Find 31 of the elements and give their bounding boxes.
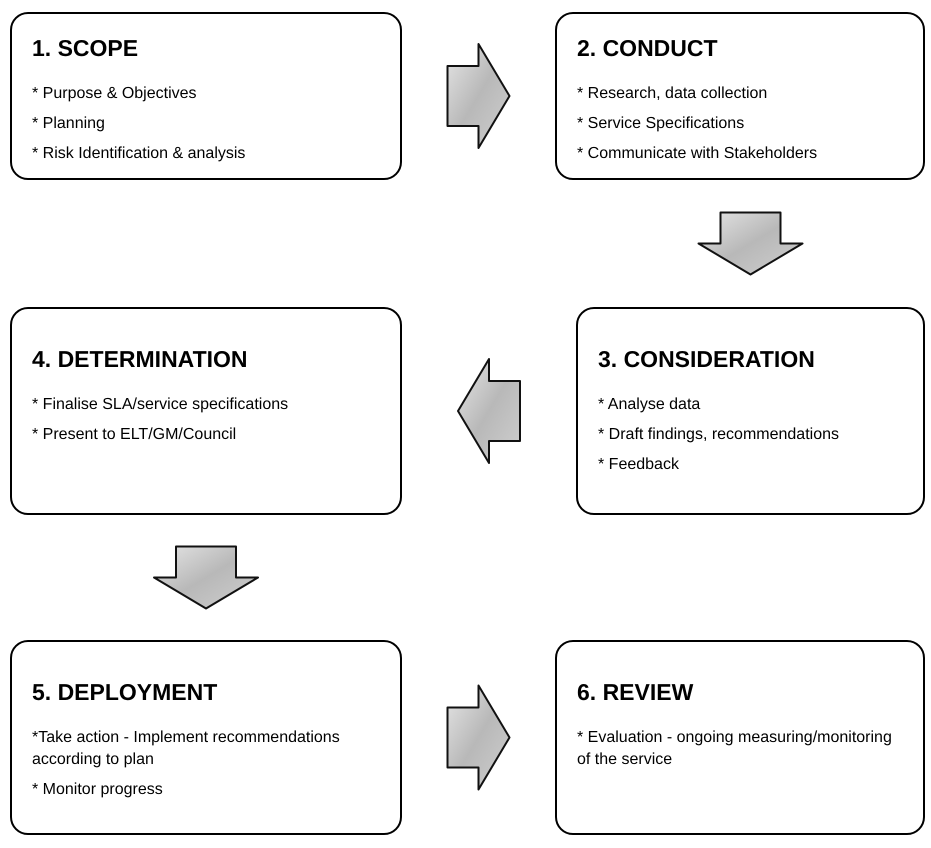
- bullet-text: * Analyse data: [598, 394, 702, 415]
- bullet-text: * Research, data collection: [577, 84, 768, 104]
- bullet-text: * Purpose & Objectives: [32, 84, 198, 104]
- block-arrow: [698, 212, 804, 276]
- step-heading: 5. DEPLOYMENT: [32, 678, 218, 707]
- block-arrow: [457, 358, 521, 464]
- block-arrow: [153, 546, 259, 610]
- bullet-text: * Communicate with Stakeholders: [577, 144, 818, 164]
- process-box: [10, 640, 402, 835]
- process-box: [576, 307, 925, 515]
- step-heading: 2. CONDUCT: [577, 34, 719, 63]
- bullet-text: * Finalise SLA/service specifications: [32, 394, 290, 415]
- step-heading: 1. SCOPE: [32, 34, 140, 63]
- bullet-text: * Present to ELT/GM/Council: [32, 424, 238, 445]
- process-box: [555, 12, 925, 180]
- bullet-text: * Service Specifications: [577, 114, 746, 134]
- bullet-text: * Feedback: [598, 454, 680, 475]
- step-heading: 6. REVIEW: [577, 678, 694, 707]
- process-box: [10, 12, 402, 180]
- bullet-text: * Monitor progress: [32, 780, 164, 800]
- process-box: [10, 307, 402, 515]
- step-heading: 3. CONSIDERATION: [598, 345, 816, 374]
- process-box: [555, 640, 925, 835]
- bullet-text: * Risk Identification & analysis: [32, 144, 246, 164]
- block-arrow: [446, 684, 510, 790]
- bullet-text: * Evaluation - ongoing measuring/monitoring of the service: [577, 728, 893, 770]
- block-arrow: [446, 43, 510, 149]
- bullet-text: * Planning: [32, 114, 106, 134]
- bullet-text: * Draft findings, recommendations: [598, 424, 840, 445]
- bullet-text: *Take action - Implement recommendations according to plan: [32, 728, 341, 770]
- step-heading: 4. DETERMINATION: [32, 345, 249, 374]
